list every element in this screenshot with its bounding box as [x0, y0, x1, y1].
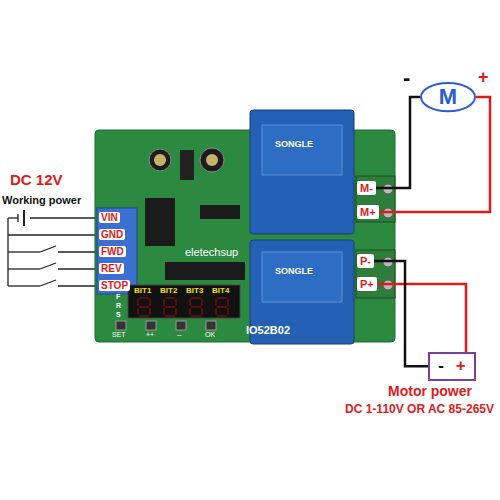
- brand-text: eletechsup: [185, 246, 238, 258]
- polarity-mark: +: [478, 68, 489, 88]
- digit-label: BIT2: [160, 287, 177, 296]
- power-label: Motor power: [388, 384, 472, 399]
- ic-chip: [200, 205, 240, 219]
- button-label: OK: [205, 331, 215, 339]
- relay-label-plate: [262, 252, 342, 302]
- terminal-label: P-: [357, 254, 374, 268]
- terminal-block: [356, 250, 395, 298]
- button-label: SET: [112, 331, 126, 339]
- led-label: R: [116, 302, 121, 310]
- button-label: ++: [146, 331, 154, 339]
- led-label: F: [116, 293, 120, 301]
- motor-power-supply: -+: [428, 352, 476, 381]
- terminal-label: M+: [357, 205, 379, 219]
- capacitor-top: [206, 154, 218, 166]
- model-number: IO52B02: [246, 324, 290, 336]
- led-display: [128, 285, 240, 318]
- terminal-screws: [383, 184, 393, 290]
- power-wire: [377, 284, 466, 352]
- node-text: -: [438, 357, 444, 376]
- relay: [250, 110, 354, 234]
- pin-name: REV: [99, 263, 124, 274]
- led-label: S: [116, 311, 121, 319]
- terminal-block: [97, 208, 137, 294]
- terminal-label: M-: [357, 181, 376, 195]
- motor-circle: M: [420, 82, 476, 112]
- terminal-block: [356, 176, 395, 222]
- power-label: Working power: [2, 194, 81, 206]
- relay-label-plate: [262, 125, 342, 175]
- power-label: DC 1-110V OR AC 85-265V: [345, 403, 494, 416]
- pin-name: GND: [99, 229, 125, 240]
- node-text: +: [456, 357, 466, 376]
- digit-label: BIT3: [186, 287, 203, 296]
- node-text: P+: [360, 278, 374, 290]
- terminal-label: P+: [357, 277, 377, 291]
- power-wire: [379, 97, 490, 212]
- button-label: --: [177, 331, 182, 339]
- pin-name: FWD: [99, 246, 126, 257]
- node-text: M-: [360, 182, 373, 194]
- pin-name: VIN: [99, 212, 120, 223]
- digit-label: BIT4: [212, 287, 229, 296]
- node-text: M: [439, 85, 457, 109]
- ic-chip: [165, 262, 245, 280]
- push-buttons: [116, 321, 216, 330]
- capacitor: [149, 149, 171, 171]
- control-wiring: [8, 210, 97, 286]
- digit-label: BIT1: [134, 287, 151, 296]
- power-wire: [374, 261, 428, 366]
- relay-brand: SONGLE: [275, 140, 313, 150]
- power-label: DC 12V: [10, 172, 63, 189]
- ic-chip: [145, 198, 175, 246]
- polarity-mark: -: [403, 66, 410, 90]
- capacitor: [200, 148, 224, 172]
- relay-brand: SONGLE: [275, 267, 313, 277]
- node-text: M+: [360, 206, 376, 218]
- power-wire: [376, 97, 420, 188]
- capacitor-top: [154, 154, 166, 166]
- node-text: P-: [360, 255, 371, 267]
- pin-name: STOP: [99, 280, 130, 291]
- regulator-chip: [180, 150, 194, 180]
